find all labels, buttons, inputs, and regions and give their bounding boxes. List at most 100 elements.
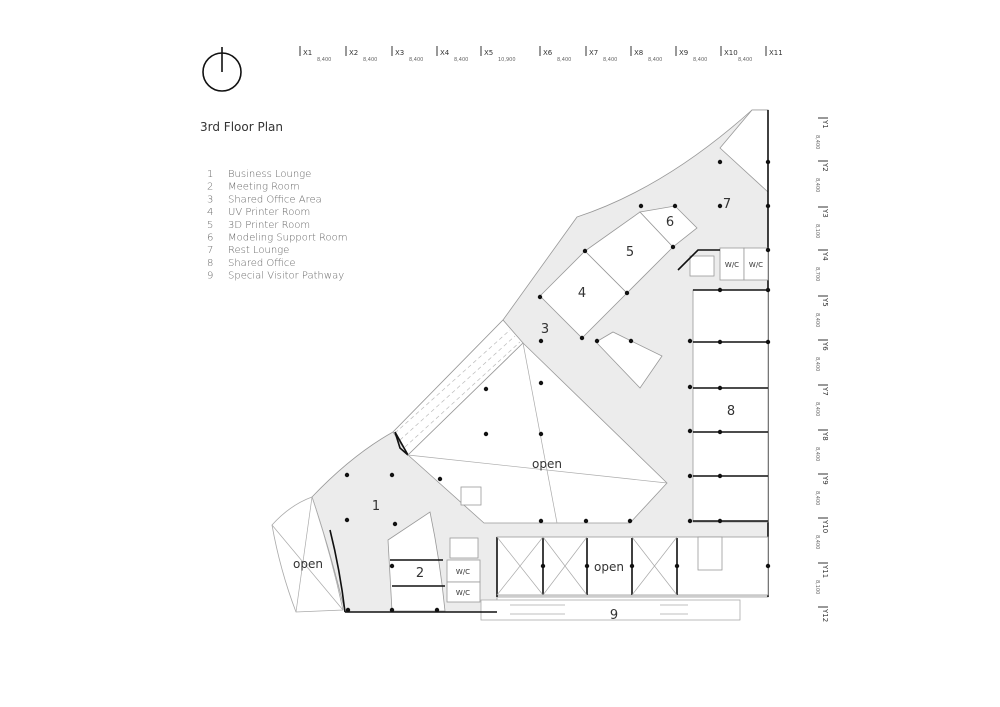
column xyxy=(538,518,544,524)
legend-number: 2 xyxy=(207,182,213,193)
open-label-left: open xyxy=(293,557,323,571)
column xyxy=(765,203,771,209)
room-label-6: 6 xyxy=(666,215,674,230)
column xyxy=(627,518,633,524)
grid-x-spacing: 8,400 xyxy=(693,57,707,63)
column xyxy=(765,339,771,345)
column xyxy=(629,563,635,569)
column xyxy=(765,159,771,165)
grid-y-label: Y6 xyxy=(821,341,829,351)
column xyxy=(434,607,440,613)
grid-x-label: X5 xyxy=(484,49,493,57)
room-label-3: 3 xyxy=(541,322,549,337)
grid-y-label: Y7 xyxy=(821,386,829,396)
column xyxy=(765,563,771,569)
column xyxy=(537,294,543,300)
grid-x-spacing: 8,400 xyxy=(648,57,662,63)
grid-y-label: Y4 xyxy=(821,251,829,261)
legend-label: Modeling Support Room xyxy=(228,233,348,244)
grid-x-spacing: 8,400 xyxy=(317,57,331,63)
column xyxy=(624,290,630,296)
room-label-4: 4 xyxy=(578,286,586,301)
room-label-1: 1 xyxy=(372,499,380,514)
grid-y-label: Y3 xyxy=(821,208,829,218)
stair xyxy=(595,331,663,389)
column xyxy=(584,563,590,569)
grid-x-spacing: 8,400 xyxy=(603,57,617,63)
legend-number: 9 xyxy=(207,271,213,282)
open-label-bottom: open xyxy=(594,560,624,574)
grid-y-label: Y11 xyxy=(821,564,829,578)
legend-label: Special Visitor Pathway xyxy=(228,271,344,282)
grid-x-label: X3 xyxy=(395,49,404,57)
grid-y-spacing: 8,400 xyxy=(814,178,820,192)
column xyxy=(717,339,723,345)
column xyxy=(483,386,489,392)
open-area-left xyxy=(271,496,344,613)
column xyxy=(765,287,771,293)
plan-title: 3rd Floor Plan xyxy=(200,120,283,134)
grid-y-spacing: 8,400 xyxy=(814,313,820,327)
column xyxy=(344,517,350,523)
column xyxy=(483,431,489,437)
column xyxy=(687,384,693,390)
wc-label: W/C xyxy=(456,589,470,597)
column xyxy=(687,518,693,524)
column xyxy=(628,338,634,344)
grid-x-label: X6 xyxy=(543,49,553,57)
grid-y-label: Y10 xyxy=(821,519,829,533)
column xyxy=(765,247,771,253)
grid-x-label: X7 xyxy=(589,49,598,57)
grid-x-axis: X18,400X28,400X38,400X48,400X510,900X68,… xyxy=(299,46,783,63)
grid-x-label: X2 xyxy=(349,49,358,57)
grid-x-spacing: 8,400 xyxy=(557,57,571,63)
column xyxy=(687,338,693,344)
grid-x-label: X10 xyxy=(724,49,738,57)
grid-x-spacing: 10,900 xyxy=(498,57,516,63)
north-arrow-icon xyxy=(202,47,242,92)
legend-number: 1 xyxy=(207,169,213,180)
column xyxy=(717,287,723,293)
column xyxy=(344,472,350,478)
grid-x-label: X11 xyxy=(769,49,783,57)
column xyxy=(594,338,600,344)
column xyxy=(389,607,395,613)
legend-number: 4 xyxy=(207,207,213,218)
grid-y-spacing: 8,400 xyxy=(814,357,820,371)
grid-y-label: Y12 xyxy=(821,608,829,622)
grid-x-spacing: 8,400 xyxy=(454,57,468,63)
grid-y-spacing: 8,400 xyxy=(814,447,820,461)
wc-label: W/C xyxy=(456,568,470,576)
legend-label: Shared Office Area xyxy=(228,194,322,205)
column xyxy=(582,248,588,254)
grid-x-label: X1 xyxy=(303,49,312,57)
room-label-7: 7 xyxy=(723,197,731,212)
grid-y-spacing: 8,400 xyxy=(814,135,820,149)
column xyxy=(717,385,723,391)
room-label-8: 8 xyxy=(727,404,735,419)
column xyxy=(392,521,398,527)
legend-label: 3D Printer Room xyxy=(228,220,310,231)
legend-number: 6 xyxy=(207,233,213,244)
legend-label: Rest Lounge xyxy=(228,245,289,256)
column xyxy=(670,244,676,250)
grid-x-spacing: 8,400 xyxy=(363,57,377,63)
legend-number: 3 xyxy=(207,194,213,205)
grid-x-spacing: 8,400 xyxy=(738,57,752,63)
column xyxy=(583,518,589,524)
column xyxy=(672,203,678,209)
grid-y-spacing: 8,100 xyxy=(814,224,820,238)
atrium-open xyxy=(407,342,668,524)
wc-label: W/C xyxy=(725,261,739,269)
legend-label: Shared Office xyxy=(228,258,296,269)
wc-label: W/C xyxy=(749,261,763,269)
column xyxy=(717,159,723,165)
grid-y-spacing: 8,400 xyxy=(814,535,820,549)
column xyxy=(538,431,544,437)
shared-office-block xyxy=(692,289,769,523)
grid-x-spacing: 8,400 xyxy=(409,57,423,63)
column xyxy=(538,338,544,344)
grid-y-label: Y9 xyxy=(821,475,829,485)
column xyxy=(389,563,395,569)
